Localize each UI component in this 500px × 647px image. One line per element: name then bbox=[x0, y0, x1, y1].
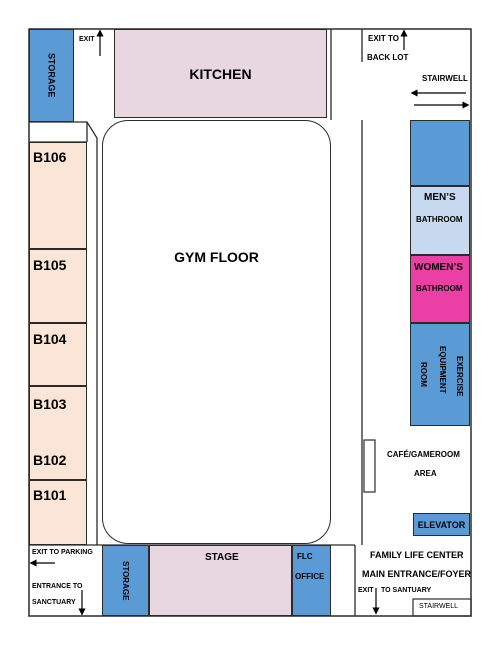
b103-label: B103 bbox=[33, 396, 67, 412]
kitchen-label: KITCHEN bbox=[189, 65, 252, 82]
storage-bottom-label: STORAGE bbox=[121, 560, 130, 601]
stage-label: STAGE bbox=[205, 552, 239, 563]
classroom-b104: B104 bbox=[29, 323, 87, 386]
classroom-b105: B105 bbox=[29, 249, 87, 323]
b101-label: B101 bbox=[33, 487, 67, 503]
stairwell-bottom-label: STAIRWELL bbox=[419, 603, 459, 610]
b106-label: B106 bbox=[33, 149, 67, 165]
flc-office: FLC OFFICE bbox=[292, 545, 331, 616]
family-life-center-label: FAMILY LIFE CENTER bbox=[370, 550, 464, 560]
kitchen: KITCHEN bbox=[114, 29, 327, 118]
stage: STAGE bbox=[149, 545, 292, 616]
elevator: ELEVATOR bbox=[413, 513, 470, 536]
storage-room-top: STORAGE bbox=[29, 29, 74, 122]
womens-label-2: BATHROOM bbox=[416, 284, 463, 293]
b104-label: B104 bbox=[33, 331, 67, 347]
b102-label: B102 bbox=[33, 452, 67, 468]
elevator-label: ELEVATOR bbox=[417, 519, 466, 530]
to-sanctuary-label: TO SANTUARY bbox=[381, 587, 432, 594]
exercise-label-3: ROOM bbox=[419, 362, 428, 387]
classroom-b106: B106 bbox=[29, 142, 87, 249]
exit-parking-label: EXIT TO PARKING bbox=[32, 549, 93, 556]
exercise-equipment-room: EXERCISE EQUIPMENT ROOM bbox=[410, 323, 470, 426]
classroom-b101: B101 bbox=[29, 480, 87, 545]
cafe-label-2: AREA bbox=[414, 469, 437, 478]
storage-room-bottom: STORAGE bbox=[102, 545, 149, 616]
exercise-label-1: EXERCISE bbox=[455, 356, 464, 397]
gym-floor: GYM FLOOR bbox=[102, 120, 331, 544]
mens-label-2: BATHROOM bbox=[416, 215, 463, 224]
storage-top-label: STORAGE bbox=[46, 53, 57, 98]
flc-label-1: FLC bbox=[297, 552, 313, 561]
mens-bathroom: MEN’S BATHROOM bbox=[410, 186, 470, 255]
exit-back-lot-label-1: EXIT TO bbox=[368, 34, 399, 43]
exit-bottom-label: EXIT bbox=[358, 587, 374, 594]
womens-label-1: WOMEN’S bbox=[414, 262, 463, 273]
storage-room-right bbox=[410, 120, 470, 186]
gym-floor-label: GYM FLOOR bbox=[174, 249, 259, 265]
exercise-label-2: EQUIPMENT bbox=[438, 346, 447, 394]
cafe-label-1: CAFÉ/GAMEROOM bbox=[387, 450, 460, 459]
mens-label-1: MEN’S bbox=[424, 192, 456, 203]
womens-bathroom: WOMEN’S BATHROOM bbox=[410, 255, 470, 323]
b105-label: B105 bbox=[33, 257, 67, 273]
exit-back-lot-label-2: BACK LOT bbox=[367, 53, 409, 62]
main-entrance-label: MAIN ENTRANCE/FOYER bbox=[362, 569, 472, 579]
flc-label-2: OFFICE bbox=[295, 572, 325, 581]
classroom-b103-b102: B103 B102 bbox=[29, 386, 87, 480]
stairwell-top-label: STAIRWELL bbox=[422, 74, 468, 83]
exit-top-label: EXIT bbox=[79, 36, 95, 43]
entrance-sanctuary-label-2: SANCTUARY bbox=[32, 599, 76, 606]
entrance-sanctuary-label-1: ENTRANCE TO bbox=[32, 583, 83, 590]
